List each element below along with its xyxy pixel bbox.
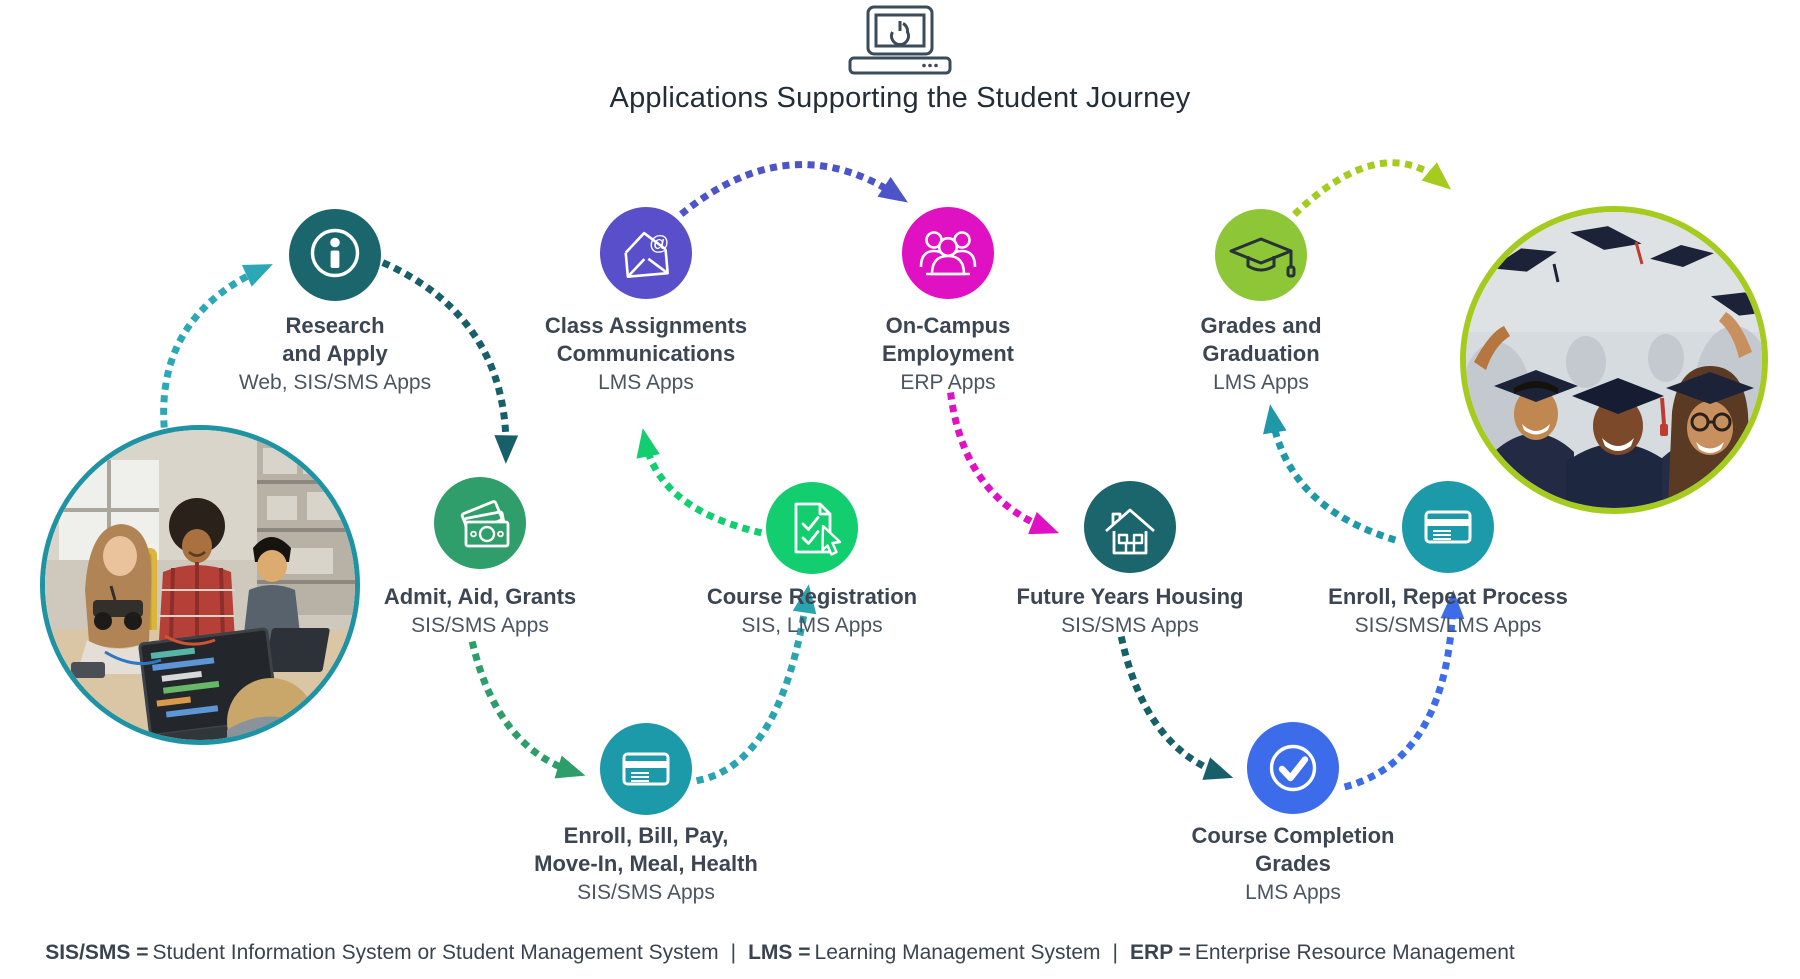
legend-def-erp: Enterprise Resource Management [1194, 941, 1515, 964]
node-name: Course Completion Grades [1191, 823, 1395, 876]
node-name: Grades and Graduation [1200, 313, 1322, 366]
label-grades-graduation: Grades and Graduation LMS Apps [1101, 312, 1421, 396]
node-name: Enroll, Repeat Process [1328, 584, 1568, 609]
node-apps: ERP Apps [900, 371, 996, 394]
graduates-photo [1460, 206, 1768, 514]
legend: SIS/SMS =Student Information System or S… [0, 941, 1560, 965]
node-name: Research and Apply [282, 313, 388, 366]
credit-card-icon [622, 752, 670, 786]
prospective-students-photo [40, 425, 360, 745]
graduation-cap-icon [1229, 237, 1296, 278]
node-apps: Web, SIS/SMS Apps [238, 371, 432, 394]
legend-term-lms: LMS = [748, 941, 811, 964]
node-circle-on-campus [902, 207, 994, 299]
node-name: Admit, Aid, Grants [383, 584, 577, 609]
node-name: Enroll, Bill, Pay, Move-In, Meal, Health [534, 823, 758, 876]
arrow-on-campus-to-housing [947, 392, 1060, 535]
node-circle-admit-aid-grants [434, 477, 526, 569]
money-icon [460, 500, 510, 548]
node-name: On-Campus Employment [881, 313, 1015, 366]
arrow-enroll-repeat-to-grades [1263, 404, 1397, 544]
arrow-admit-to-enroll-bill [468, 640, 586, 779]
check-circle-icon [1269, 744, 1317, 792]
credit-card-icon [1424, 510, 1472, 544]
label-course-registration: Course Registration SIS, LMS Apps [652, 583, 972, 639]
page-title: Applications Supporting the Student Jour… [609, 82, 1191, 114]
label-research: Research and Apply Web, SIS/SMS Apps [175, 312, 495, 396]
people-icon [919, 231, 977, 276]
legend-term-sis-sms: SIS/SMS = [45, 941, 149, 964]
node-circle-housing [1084, 481, 1176, 573]
node-circle-course-registration [766, 482, 858, 574]
node-apps: LMS Apps [1245, 881, 1341, 904]
legend-def-lms: Learning Management System [814, 941, 1101, 964]
node-name: Future Years Housing [1016, 584, 1244, 609]
robot-car [93, 585, 143, 630]
node-apps: SIS/SMS Apps [1061, 614, 1199, 637]
node-apps: SIS/SMS Apps [411, 614, 549, 637]
legend-separator: | [1112, 941, 1119, 964]
node-name: Class Assignments Communications [544, 313, 748, 366]
node-circle-class-assignments: @ [600, 207, 692, 299]
node-circle-enroll-repeat [1402, 481, 1494, 573]
legend-separator: | [730, 941, 737, 964]
node-apps: LMS Apps [1213, 371, 1309, 394]
house-icon [1105, 508, 1155, 555]
node-circle-research [289, 209, 381, 301]
legend-def-sis-sms: Student Information System or Student Ma… [152, 941, 719, 964]
info-icon [310, 228, 360, 278]
node-circle-course-completion [1247, 722, 1339, 814]
arrow-course-reg-to-class-assign [636, 428, 763, 537]
label-class-assignments: Class Assignments Communications LMS App… [486, 312, 806, 396]
label-on-campus: On-Campus Employment ERP Apps [788, 312, 1108, 396]
label-admit-aid-grants: Admit, Aid, Grants SIS/SMS Apps [320, 583, 640, 639]
node-apps: SIS/SMS Apps [577, 881, 715, 904]
arrow-housing-to-completion [1117, 635, 1234, 780]
label-course-completion: Course Completion Grades LMS Apps [1133, 822, 1453, 906]
node-name: Course Registration [706, 584, 918, 609]
node-circle-grades-graduation [1215, 209, 1307, 301]
legend-term-erp: ERP = [1130, 941, 1191, 964]
email-at-icon: @ [624, 231, 669, 278]
svg-text:@: @ [649, 233, 669, 255]
graduates-illustration [1466, 212, 1762, 508]
node-circle-enroll-bill-pay [600, 723, 692, 815]
label-enroll-bill-pay: Enroll, Bill, Pay, Move-In, Meal, Health… [486, 822, 806, 906]
label-housing: Future Years Housing SIS/SMS Apps [970, 583, 1290, 639]
arrow-grades-to-photo [1292, 159, 1452, 217]
prospective-students-illustration [45, 430, 355, 740]
registration-doc-icon [794, 502, 842, 556]
laptop-power-icon [848, 5, 952, 75]
label-enroll-repeat: Enroll, Repeat Process SIS/SMS/LMS Apps [1288, 583, 1608, 639]
node-apps: SIS/SMS/LMS Apps [1354, 614, 1542, 637]
arrow-class-assign-to-on-campus [679, 161, 908, 217]
node-apps: LMS Apps [598, 371, 694, 394]
node-apps: SIS, LMS Apps [741, 614, 883, 637]
